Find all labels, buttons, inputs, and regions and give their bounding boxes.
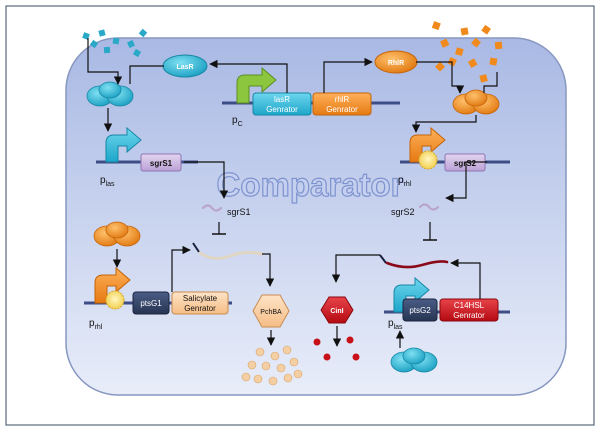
salicylate-generator-gene <box>171 291 229 315</box>
ptsg2-gene <box>402 298 438 322</box>
pchba-enzyme-label: PchBA <box>260 309 282 316</box>
ptsg1-gene <box>132 291 170 315</box>
mrna-salicylate-cap <box>192 242 200 253</box>
promoter-plas-bottom-label: plas <box>388 318 403 331</box>
promoter-prhl-top-label: prhl <box>398 175 412 188</box>
sgrs2-rna-label: sgrS2 <box>391 207 415 217</box>
promoter-prhl-bottom-arrow <box>94 266 131 304</box>
arrow-lasr-expression <box>209 59 288 93</box>
arrow-complex-to-prhl <box>411 115 477 133</box>
promoter-prhl-top-arrow <box>409 126 446 163</box>
repressor-bound-prhl-bottom <box>105 290 125 310</box>
arrow-sgrs1-transcription <box>184 161 229 199</box>
cinl-enzyme-label: CinI <box>330 308 343 315</box>
promoter-prhl-bottom-label: prhl <box>89 318 103 331</box>
promoter-plas-top-label: plas <box>100 175 115 188</box>
promoter-pc-label: pC <box>232 115 243 128</box>
promoter-pc-arrow <box>236 66 277 104</box>
lasr-signal-complex-top <box>86 81 134 107</box>
arrow-c14hsl-transcription <box>450 258 481 299</box>
arrow-lasr-to-complex <box>129 65 164 84</box>
lasr-generator-gene <box>252 92 312 116</box>
pchba-enzyme <box>252 294 290 328</box>
lasr-generator-label-2: Genrator <box>266 105 298 114</box>
salicylate-molecules <box>241 345 303 386</box>
cinl-enzyme <box>320 296 354 324</box>
mrna-salicylate <box>198 250 264 260</box>
rhlr-generator-gene <box>312 92 372 116</box>
arrow-teal-signal-to-complex <box>87 38 123 85</box>
sgrs1-gene-label: sgrS1 <box>150 159 173 168</box>
c14hsl-molecules <box>313 336 360 361</box>
c14hsl-generator-label-2: Genrator <box>453 311 485 320</box>
salicylate-generator-label-1: Salicylate <box>183 294 218 303</box>
sgrs1-rna-label: sgrS1 <box>227 207 251 217</box>
rhlr-generator-label-1: rhlR <box>335 95 350 104</box>
ptsg2-gene-label: ptsG2 <box>409 306 431 315</box>
repressor-bound-prhl-top <box>418 150 438 170</box>
rhlr-protein-label: RhlR <box>388 60 404 67</box>
arrow-ptsg1-transcription <box>171 245 191 292</box>
arrow-sgrs2-transcription <box>445 161 487 203</box>
c14hsl-generator-gene <box>439 298 499 322</box>
arrow-to-cinl <box>331 254 380 283</box>
orange-signal-molecules <box>431 21 503 83</box>
arrow-rhlr-to-complex <box>416 61 465 94</box>
promoter-plas-top-arrow <box>105 126 142 163</box>
arrow-orange-signal-to-complex <box>483 72 498 93</box>
mrna-c14hsl <box>385 260 449 269</box>
lasr-protein-label: LasR <box>176 64 193 71</box>
sgrs1-rna <box>201 204 223 212</box>
sgrs2-gene-label: sgrS2 <box>454 159 477 168</box>
rhlr-signal-complex-bottom <box>93 221 141 247</box>
outer-frame <box>5 5 595 426</box>
rhlr-generator-label-2: Genrator <box>326 105 358 114</box>
c14hsl-generator-label-1: C14HSL <box>454 301 485 310</box>
lasr-signal-complex-bottom <box>390 347 438 373</box>
rhlr-signal-complex-top <box>452 89 500 115</box>
sgrs2-rna <box>418 203 440 211</box>
teal-signal-molecules <box>82 28 148 58</box>
arrow-rhlr-expression <box>323 57 373 93</box>
lasr-generator-label-1: lasR <box>274 95 290 104</box>
salicylate-generator-label-2: Genrator <box>184 304 216 313</box>
arrow-to-pchba <box>262 253 275 287</box>
comparator-title: Comparator <box>216 166 403 203</box>
sgrs1-gene <box>140 153 182 172</box>
mrna-c14hsl-cap <box>379 254 387 264</box>
ptsg1-gene-label: ptsG1 <box>140 299 162 308</box>
